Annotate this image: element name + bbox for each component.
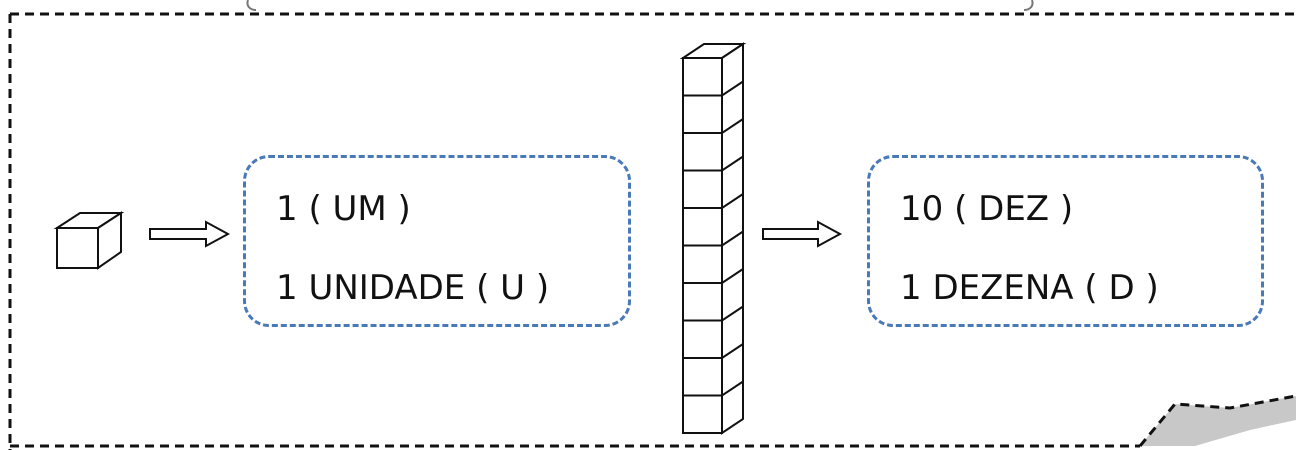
ten-rod-cube-divider <box>683 380 744 397</box>
ten-rod-cube-divider <box>683 155 744 172</box>
ten-rod-cube-divider <box>683 193 744 209</box>
ten-rod-cube-divider <box>683 80 744 97</box>
arrow-right-icon <box>149 220 231 248</box>
ten-number-text: 10 ( DEZ ) <box>900 189 1074 229</box>
ten-rod-cube-divider <box>683 343 744 359</box>
arrow-right-icon <box>762 220 843 248</box>
ten-rod <box>679 42 747 435</box>
ten-rod-cube-divider <box>683 230 744 247</box>
page-curl <box>1138 394 1296 447</box>
ten-rod-cube-divider <box>683 268 744 284</box>
ten-name-text: 1 DEZENA ( D ) <box>900 268 1159 308</box>
unit-label-box: 1 ( UM ) 1 UNIDADE ( U ) <box>243 155 631 327</box>
page-frame <box>8 12 1296 450</box>
unit-cube <box>53 211 125 270</box>
ten-rod-cube-divider <box>683 118 744 134</box>
ten-rod-cube-divider <box>683 305 744 322</box>
ten-label-box: 10 ( DEZ ) 1 DEZENA ( D ) <box>867 155 1264 327</box>
top-decor <box>246 0 1034 11</box>
unit-name-text: 1 UNIDADE ( U ) <box>276 268 550 308</box>
unit-number-text: 1 ( UM ) <box>276 189 411 229</box>
